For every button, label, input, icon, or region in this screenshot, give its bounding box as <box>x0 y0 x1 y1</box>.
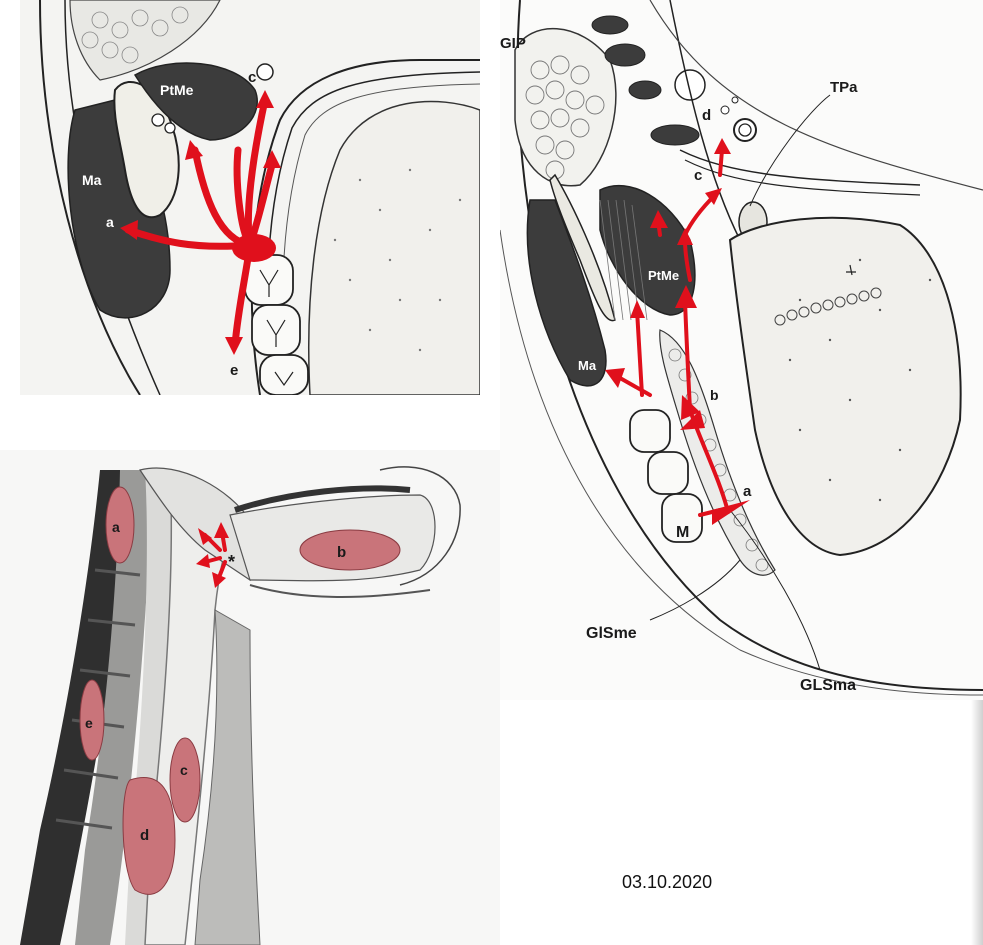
floor-of-mouth-illustration: GIP TPa d c PtMe Ma b a M GlSme GLSma <box>500 0 983 700</box>
page-edge-shadow <box>971 700 983 945</box>
label-tonsil: TPa <box>830 79 858 96</box>
label-pterygoid-medial: PtMe <box>160 82 194 98</box>
label-parotid: GIP <box>500 35 526 52</box>
abscess-a-upper <box>106 487 134 563</box>
label-submandibular-gland: GLSma <box>800 677 856 694</box>
slide-date: 03.10.2020 <box>622 872 712 893</box>
label-e: e <box>230 362 238 379</box>
label-masseter: Ma <box>578 358 597 373</box>
diagram-panel-sagittal-section: a b e c d * <box>0 450 500 945</box>
diagram-panel-horizontal-section: PtMe Ma a c e <box>20 0 480 395</box>
label-d: d <box>702 107 711 124</box>
label-c: c <box>248 69 256 86</box>
label-c: c <box>180 762 188 778</box>
label-pterygoid-medial: PtMe <box>648 268 679 283</box>
label-molar: M <box>676 524 689 541</box>
label-b: b <box>710 387 719 403</box>
label-masseter: Ma <box>82 172 102 188</box>
horizontal-section-illustration: PtMe Ma a c e <box>20 0 480 395</box>
label-sublingual-gland: GlSme <box>586 625 637 642</box>
label-a: a <box>743 483 752 500</box>
abscess-b <box>300 530 400 570</box>
label-a-lower: e <box>85 715 93 731</box>
label-c: c <box>694 167 702 184</box>
diagram-panel-floor-of-mouth: GIP TPa d c PtMe Ma b a M GlSme GLSma <box>500 0 983 700</box>
label-b: b <box>337 544 346 561</box>
sagittal-section-illustration: a b e c d * <box>0 450 500 945</box>
label-a: a <box>106 214 114 230</box>
label-d: d <box>140 827 149 844</box>
label-asterisk: * <box>228 552 235 572</box>
abscess-c <box>170 738 200 822</box>
label-a-upper: a <box>112 519 120 535</box>
